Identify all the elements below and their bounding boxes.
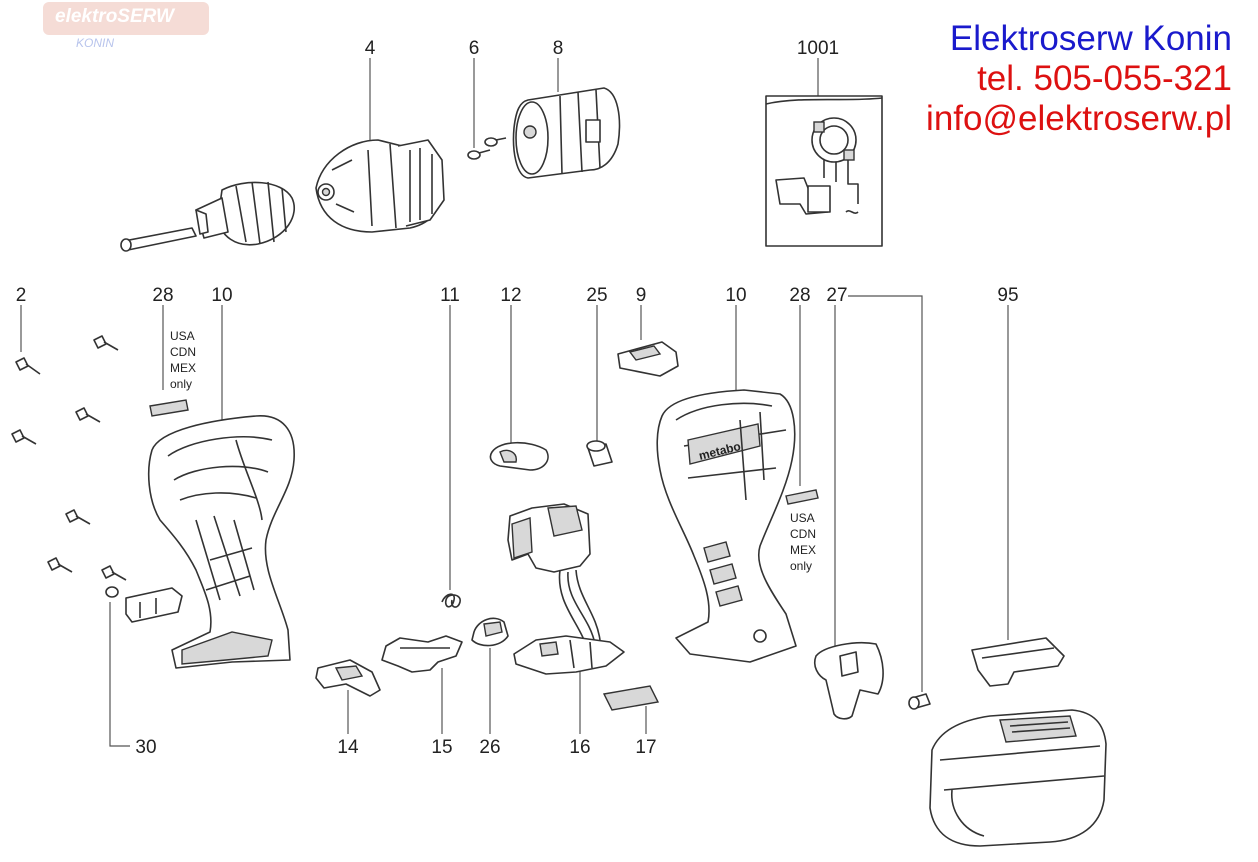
callout-16: 16 — [569, 737, 590, 758]
battery-pack-icon — [929, 709, 1107, 847]
region-note-right: USA CDN MEX only — [790, 511, 816, 573]
callout-95: 95 — [997, 285, 1018, 306]
region-note-line: only — [170, 377, 192, 391]
callout-12: 12 — [500, 285, 521, 306]
gear-housing-icon — [315, 139, 445, 233]
screw-icon-27 — [908, 693, 931, 710]
screw-icon-2f — [47, 557, 73, 573]
contact-company: Elektroserw Konin — [949, 19, 1232, 58]
callout-2: 2 — [16, 285, 27, 306]
insulation-sheet-icon — [602, 685, 660, 711]
motor-icon — [512, 87, 621, 179]
region-note-line: CDN — [170, 345, 196, 359]
region-note-line: MEX — [170, 361, 196, 375]
label-sticker-icon-right — [785, 489, 819, 505]
watermark-brand: elektroSERW — [55, 6, 174, 27]
contact-phone: tel. 505-055-321 — [977, 59, 1232, 98]
region-note-line: only — [790, 559, 812, 573]
screw-icon-2b — [93, 335, 119, 351]
watermark-logo: elektroSERW — [43, 2, 209, 35]
direction-switch-icon — [489, 441, 549, 471]
chuck-icon — [195, 181, 295, 246]
circuit-inset-icon — [765, 95, 883, 247]
callout-15: 15 — [431, 737, 452, 758]
callout-9: 9 — [636, 285, 647, 306]
belt-clip-icon — [813, 641, 884, 720]
housing-half-left-icon — [147, 415, 295, 669]
leader-lines — [20, 58, 1009, 747]
electronics-board-icon — [513, 635, 625, 675]
screw-icon-6b — [484, 137, 507, 147]
callout-1001: 1001 — [797, 38, 839, 59]
screw-icon-2e — [65, 509, 91, 525]
callout-10-right: 10 — [725, 285, 746, 306]
callout-27: 27 — [826, 285, 847, 306]
contact-email: info@elektroserw.pl — [926, 99, 1232, 138]
screw-icon-2c — [75, 407, 101, 423]
watermark-city: KONIN — [76, 36, 115, 50]
housing-half-right-icon: metabo — [656, 389, 797, 663]
pin-icon — [120, 227, 197, 252]
cover-plate-icon — [381, 635, 463, 673]
spring-icon — [441, 593, 461, 608]
screw-icon-2a — [15, 357, 41, 375]
slider-icon — [315, 659, 381, 697]
callout-10-left: 10 — [211, 285, 232, 306]
region-note-line: CDN — [790, 527, 816, 541]
bit-holder-icon — [105, 586, 183, 623]
callout-25: 25 — [586, 285, 607, 306]
callout-8: 8 — [553, 38, 564, 59]
screw-icon-6a — [467, 149, 491, 160]
screw-icon-2d — [11, 429, 37, 445]
callout-4: 4 — [365, 38, 376, 59]
callout-30: 30 — [135, 737, 156, 758]
region-note-line: MEX — [790, 543, 816, 557]
callout-11: 11 — [440, 285, 460, 306]
label-sticker-icon-left — [149, 399, 189, 417]
screw-icon-2g — [101, 565, 127, 581]
region-note-line: USA — [790, 511, 815, 525]
callout-6: 6 — [469, 38, 480, 59]
callout-17: 17 — [635, 737, 656, 758]
region-note-line: USA — [170, 329, 195, 343]
callout-26: 26 — [479, 737, 500, 758]
callout-14: 14 — [337, 737, 359, 758]
switch-icon — [507, 503, 601, 641]
clip-bracket-icon — [971, 637, 1065, 687]
callout-labels: 4 6 8 1001 2 28 10 11 12 25 9 10 28 27 9… — [16, 38, 1019, 758]
callout-28-left: 28 — [152, 285, 173, 306]
cap-icon — [471, 617, 509, 647]
callout-28-right: 28 — [789, 285, 810, 306]
region-note-left: USA CDN MEX only — [170, 329, 196, 391]
spacer-icon — [586, 440, 613, 467]
lock-slide-icon — [617, 341, 679, 377]
